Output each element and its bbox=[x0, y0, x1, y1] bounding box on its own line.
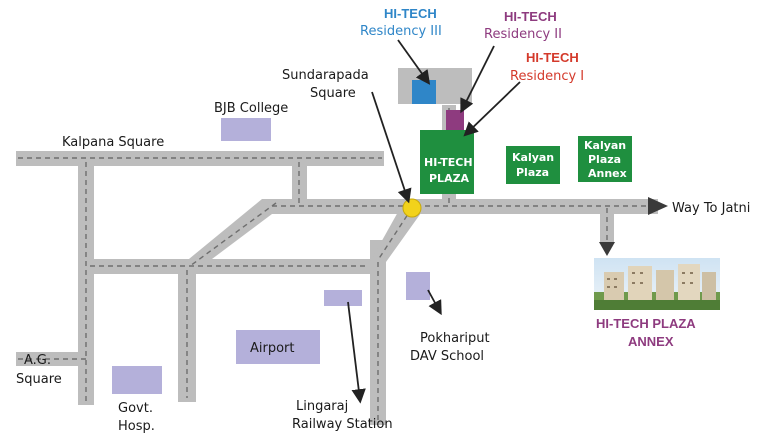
annex-title-line2: ANNEX bbox=[628, 334, 674, 349]
residency-ii-label-line1: HI-TECH bbox=[504, 9, 557, 24]
kalyan-annex-label-line2: Plaza bbox=[588, 153, 621, 166]
residency-ii-box bbox=[446, 110, 464, 130]
ag-square-label-line2: Square bbox=[16, 372, 62, 387]
airport-label: Airport bbox=[250, 341, 295, 356]
annex-title-line1: HI-TECH PLAZA bbox=[596, 316, 696, 331]
pokhariput-label-line1: Pokhariput bbox=[420, 331, 490, 346]
govt-hosp-box bbox=[112, 366, 162, 394]
road-middle bbox=[78, 259, 370, 274]
road-east bbox=[262, 199, 658, 214]
lingaraj-label-line1: Lingaraj bbox=[296, 399, 348, 414]
annex-building-image bbox=[594, 258, 720, 310]
road-airport-stub bbox=[178, 262, 196, 402]
jatni-arrow-icon bbox=[648, 197, 668, 215]
residency-i-label-line1: HI-TECH bbox=[526, 50, 579, 65]
kalyan-annex-label-line1: Kalyan bbox=[584, 139, 626, 152]
kalyan-annex-label-line3: Annex bbox=[588, 167, 627, 180]
road-lower bbox=[16, 352, 88, 366]
residency-iii-label-line1: HI-TECH bbox=[384, 6, 437, 21]
residency-ii-label-line2: Residency II bbox=[484, 27, 562, 42]
govt-hosp-label-line2: Hosp. bbox=[118, 419, 155, 434]
lingaraj-label-line2: Railway Station bbox=[292, 417, 393, 432]
hitech-plaza-label-line1: HI-TECH bbox=[424, 156, 473, 169]
way-to-jatni-label: Way To Jatni bbox=[672, 201, 750, 216]
hitech-plaza-label-line2: PLAZA bbox=[429, 172, 470, 185]
kalyan-plaza-label-line2: Plaza bbox=[516, 166, 549, 179]
lingaraj-station-box bbox=[324, 290, 362, 306]
road-connector bbox=[178, 199, 292, 268]
kalyan-plaza-box bbox=[506, 146, 560, 184]
residency-i-label-line2: Residency I bbox=[510, 69, 584, 84]
residency-iii-label-line2: Residency III bbox=[360, 24, 442, 39]
bjb-college-label: BJB College bbox=[214, 101, 288, 116]
road-main-vertical bbox=[370, 240, 386, 425]
annex-arrow-icon bbox=[599, 242, 615, 256]
ag-square-label-line1: A.G. bbox=[24, 353, 51, 368]
sundarapada-label-line2: Square bbox=[310, 86, 356, 101]
pokhariput-label-line2: DAV School bbox=[410, 349, 484, 364]
residency-iii-box bbox=[412, 80, 436, 104]
bjb-college-box bbox=[221, 118, 271, 141]
sundarapada-square-marker bbox=[402, 198, 422, 218]
kalpana-square-label: Kalpana Square bbox=[62, 135, 164, 150]
pokhariput-box bbox=[406, 272, 430, 300]
airport-box bbox=[236, 330, 320, 364]
sundarapada-label-line1: Sundarapada bbox=[282, 68, 369, 83]
kalyan-plaza-label-line1: Kalyan bbox=[512, 151, 554, 164]
kalyan-plaza-annex-box bbox=[578, 136, 632, 182]
hitech-plaza-box bbox=[420, 130, 474, 194]
govt-hosp-label-line1: Govt. bbox=[118, 401, 153, 416]
road-annex bbox=[600, 206, 614, 244]
pointer-arrows bbox=[347, 39, 521, 404]
